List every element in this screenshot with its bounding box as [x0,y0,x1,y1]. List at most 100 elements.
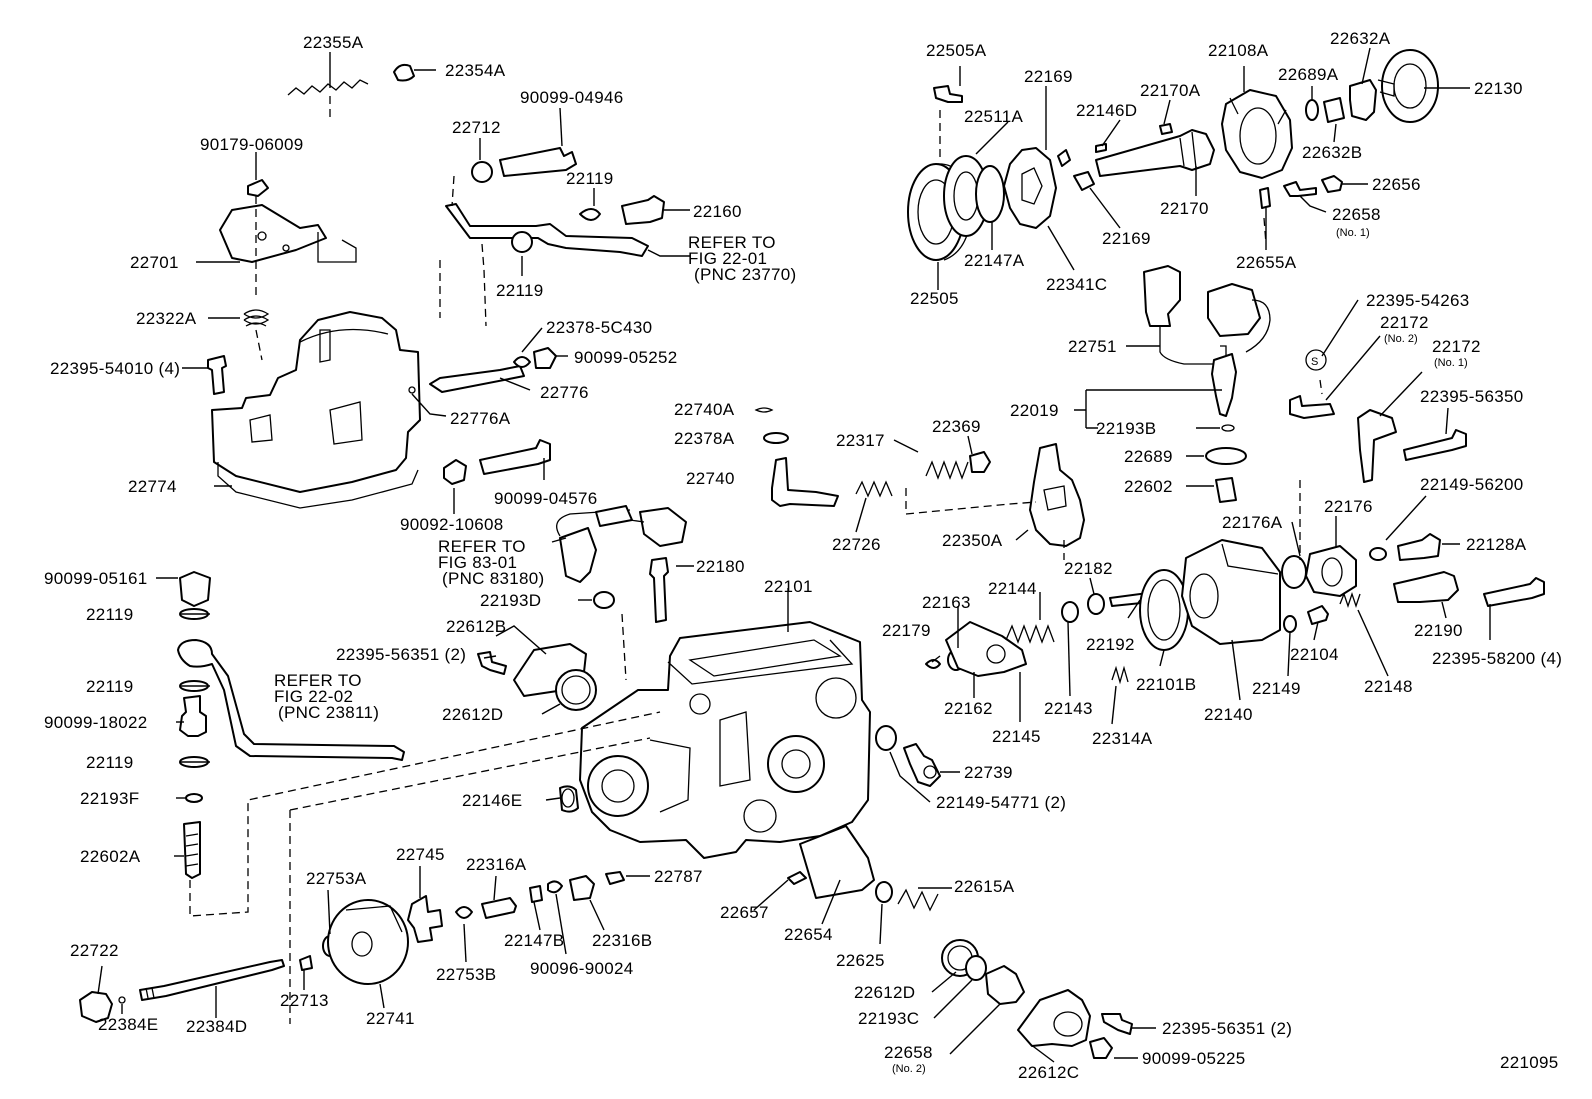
part-22722-nut [79,991,113,1023]
label-22192: 22192 [1086,635,1135,654]
label-22741: 22741 [366,1009,415,1028]
part-labels: 22355A 22354A 90099-04946 90179-06009 22… [44,29,1562,1082]
label-22689A: 22689A [1278,65,1339,84]
part-22169-key [1057,149,1071,167]
label-22774: 22774 [128,477,177,496]
part-90099-05252-nut [533,347,557,369]
label-22751: 22751 [1068,337,1117,356]
part-22145-plate [945,621,1027,677]
label-22160: 22160 [693,202,742,221]
part-22657-pin [787,871,807,885]
part-22322A-spring [243,309,270,327]
label-22745: 22745 [396,845,445,864]
label-22369: 22369 [932,417,981,436]
part-22130-cover [1377,49,1439,123]
part-22354A-cap [393,63,415,82]
label-22787: 22787 [654,867,703,886]
part-22104-screw [1307,605,1329,625]
part-22119-gasket [579,208,601,221]
label-22119-1: 22119 [86,605,134,624]
label-22701: 22701 [130,253,179,272]
label-22169-bottom: 22169 [1102,229,1151,248]
label-22130: 22130 [1474,79,1523,98]
label-22355A: 22355A [303,33,364,52]
label-22739: 22739 [964,763,1013,782]
label-22658-no2: 22658 [884,1043,933,1062]
part-22193D-o-ring [593,591,615,609]
label-90099-05161: 90099-05161 [44,569,148,588]
label-22147B: 22147B [504,931,564,950]
label-90099-04946: 90099-04946 [520,88,624,107]
label-22384D: 22384D [186,1017,247,1036]
label-22322A: 22322A [136,309,197,328]
label-22119-2: 22119 [86,677,134,696]
refer-note-3-line-3: (PNC 23811) [278,703,379,722]
part-22776A-o-ring [408,386,416,394]
label-22193D: 22193D [480,591,541,610]
part-22701-lever-bracket [219,204,357,263]
part-22149-54771-washer [875,725,897,751]
label-22101: 22101 [764,577,813,596]
label-22316A: 22316A [466,855,527,874]
part-90099-04576-bolt [479,439,551,475]
part-22148-spring [1339,591,1361,609]
label-22656: 22656 [1372,175,1421,194]
part-22169-key-2 [1073,171,1095,191]
label-22172-no2: 22172 [1380,313,1429,332]
part-22317-spring [925,460,969,480]
part-22355A-spring-clip [287,79,369,96]
label-22658-no1-sub: (No. 1) [1336,227,1370,239]
label-22612C: 22612C [1018,1063,1079,1082]
part-22739-plug [903,743,941,787]
label-22193C: 22193C [858,1009,919,1028]
label-22395-58200: 22395-58200 (4) [1432,649,1562,668]
part-22712-washer [471,161,493,183]
label-22602A: 22602A [80,847,141,866]
label-22395-56351-a: 22395-56351 (2) [336,645,466,664]
label-22657: 22657 [720,903,769,922]
label-22149-56200: 22149-56200 [1420,475,1524,494]
part-22146D-key [1095,143,1107,153]
part-22149-56200-washer [1369,547,1387,561]
label-22101B: 22101B [1136,675,1196,694]
label-22176A: 22176A [1222,513,1283,532]
label-90096-90024: 90096-90024 [530,959,634,978]
part-22751-solenoid-harness [1143,265,1271,365]
part-22176-valve [1305,545,1357,597]
label-22162: 22162 [944,699,993,718]
label-22140: 22140 [1204,705,1253,724]
part-22101-pump-housing [579,621,871,859]
label-22119-top: 22119 [566,169,614,188]
s-symbol-circle [1305,349,1327,371]
part-22170-drive-shaft [1095,129,1215,177]
part-pipe-return [445,203,649,257]
refer-note-3-line-2: FIG 22-02 [274,687,353,706]
part-22378-5C430-washer [513,356,531,368]
part-22632B-bushing [1323,97,1345,123]
part-22314A-spring [1111,665,1129,685]
label-22384E: 22384E [98,1015,158,1034]
label-22104: 22104 [1290,645,1339,664]
part-22689-gasket [1205,447,1247,465]
label-22632A: 22632A [1330,29,1391,48]
part-22602-filter [1215,477,1237,503]
label-22169-top: 22169 [1024,67,1073,86]
label-22511A: 22511A [964,107,1024,126]
part-22753B-washer [455,906,473,919]
label-22316B: 22316B [592,931,652,950]
part-22726-spring [855,480,893,498]
label-22350A: 22350A [942,531,1003,550]
refer-note-2-line-2: FIG 83-01 [438,553,517,572]
part-22176A-o-ring [1281,555,1307,589]
label-22190: 22190 [1414,621,1463,640]
label-22172-no1-sub: (No. 1) [1434,357,1468,369]
part-22774-governor-cover [211,311,421,509]
part-90099-05225-nut [1089,1037,1113,1059]
label-22395-54263: 22395-54263 [1366,291,1470,310]
refer-note-3-line-1: REFER TO [274,671,362,690]
label-90099-18022: 90099-18022 [44,713,148,732]
part-sensor-83180 [556,505,687,583]
label-22149: 22149 [1252,679,1301,698]
part-22655A-pin [1259,187,1271,209]
